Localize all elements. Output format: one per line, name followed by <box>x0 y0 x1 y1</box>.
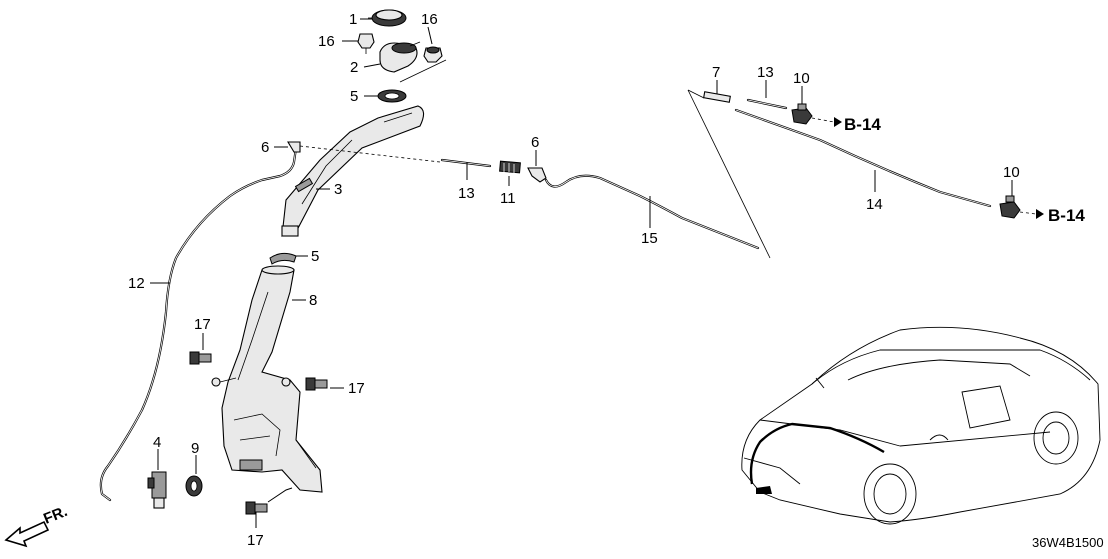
connector-part-7 <box>703 91 731 103</box>
check-valve-part-11 <box>499 160 521 174</box>
callout-10-lower: 10 <box>1003 164 1020 181</box>
hose-part-14 <box>734 108 992 208</box>
callout-12: 12 <box>128 275 145 292</box>
nozzle-part-10-upper <box>791 103 813 125</box>
bolt-part-17-lower <box>245 501 268 515</box>
callout-11: 11 <box>500 190 516 207</box>
callout-3: 3 <box>334 181 342 198</box>
callout-10-upper: 10 <box>793 70 810 87</box>
callout-7: 7 <box>712 64 720 81</box>
callout-6-middle: 6 <box>531 134 539 151</box>
joint-part-6-middle <box>527 167 547 183</box>
clip-part-16-right <box>423 46 443 63</box>
joint-part-6-left <box>287 141 301 153</box>
hose-part-13-middle <box>440 158 492 168</box>
callout-15: 15 <box>641 230 658 247</box>
grommet-part-9 <box>185 475 203 497</box>
diagram-code: 36W4B1500 <box>1032 535 1104 550</box>
hose-part-15 <box>544 174 760 250</box>
callout-16-right: 16 <box>421 11 438 28</box>
washer-tank-part-8 <box>211 265 323 493</box>
reference-arrow-icon <box>1019 209 1044 219</box>
clip-part-16-left <box>357 33 375 54</box>
callout-5-lower: 5 <box>311 248 319 265</box>
filler-neck-part-2 <box>379 41 421 73</box>
callout-14: 14 <box>866 196 883 213</box>
callout-16-left: 16 <box>318 33 335 50</box>
callout-1: 1 <box>349 11 357 28</box>
callout-13-right: 13 <box>757 64 774 81</box>
hose-part-12 <box>99 146 298 502</box>
filler-pipe-part-3 <box>281 105 425 237</box>
front-label: FR. <box>41 503 70 528</box>
vehicle-location-illustration <box>741 326 1101 525</box>
callout-5-top: 5 <box>350 88 358 105</box>
seal-part-5-top <box>377 89 407 103</box>
reference-arrow-icon <box>811 117 842 127</box>
bolt-part-17-right <box>305 377 328 391</box>
hose-part-13-right <box>746 98 788 110</box>
bolt-part-17-upper <box>189 351 212 365</box>
leader-lines <box>150 18 1013 528</box>
front-direction-arrow-icon <box>4 520 50 548</box>
washer-pump-part-4 <box>147 471 167 509</box>
callout-6-left: 6 <box>261 139 269 156</box>
callout-17-lower: 17 <box>247 532 264 549</box>
callout-13-middle: 13 <box>458 185 475 202</box>
filler-cap-part-1 <box>368 9 407 27</box>
reference-label-lower: B-14 <box>1048 206 1085 225</box>
reference-label-upper: B-14 <box>844 115 881 134</box>
callout-17-upper: 17 <box>194 316 211 333</box>
callout-4: 4 <box>153 434 161 451</box>
callout-17-right: 17 <box>348 380 365 397</box>
callout-2: 2 <box>350 59 358 76</box>
seal-part-5-lower <box>269 252 297 265</box>
callout-8: 8 <box>309 292 317 309</box>
nozzle-part-10-lower <box>999 195 1021 219</box>
callout-9: 9 <box>191 440 199 457</box>
